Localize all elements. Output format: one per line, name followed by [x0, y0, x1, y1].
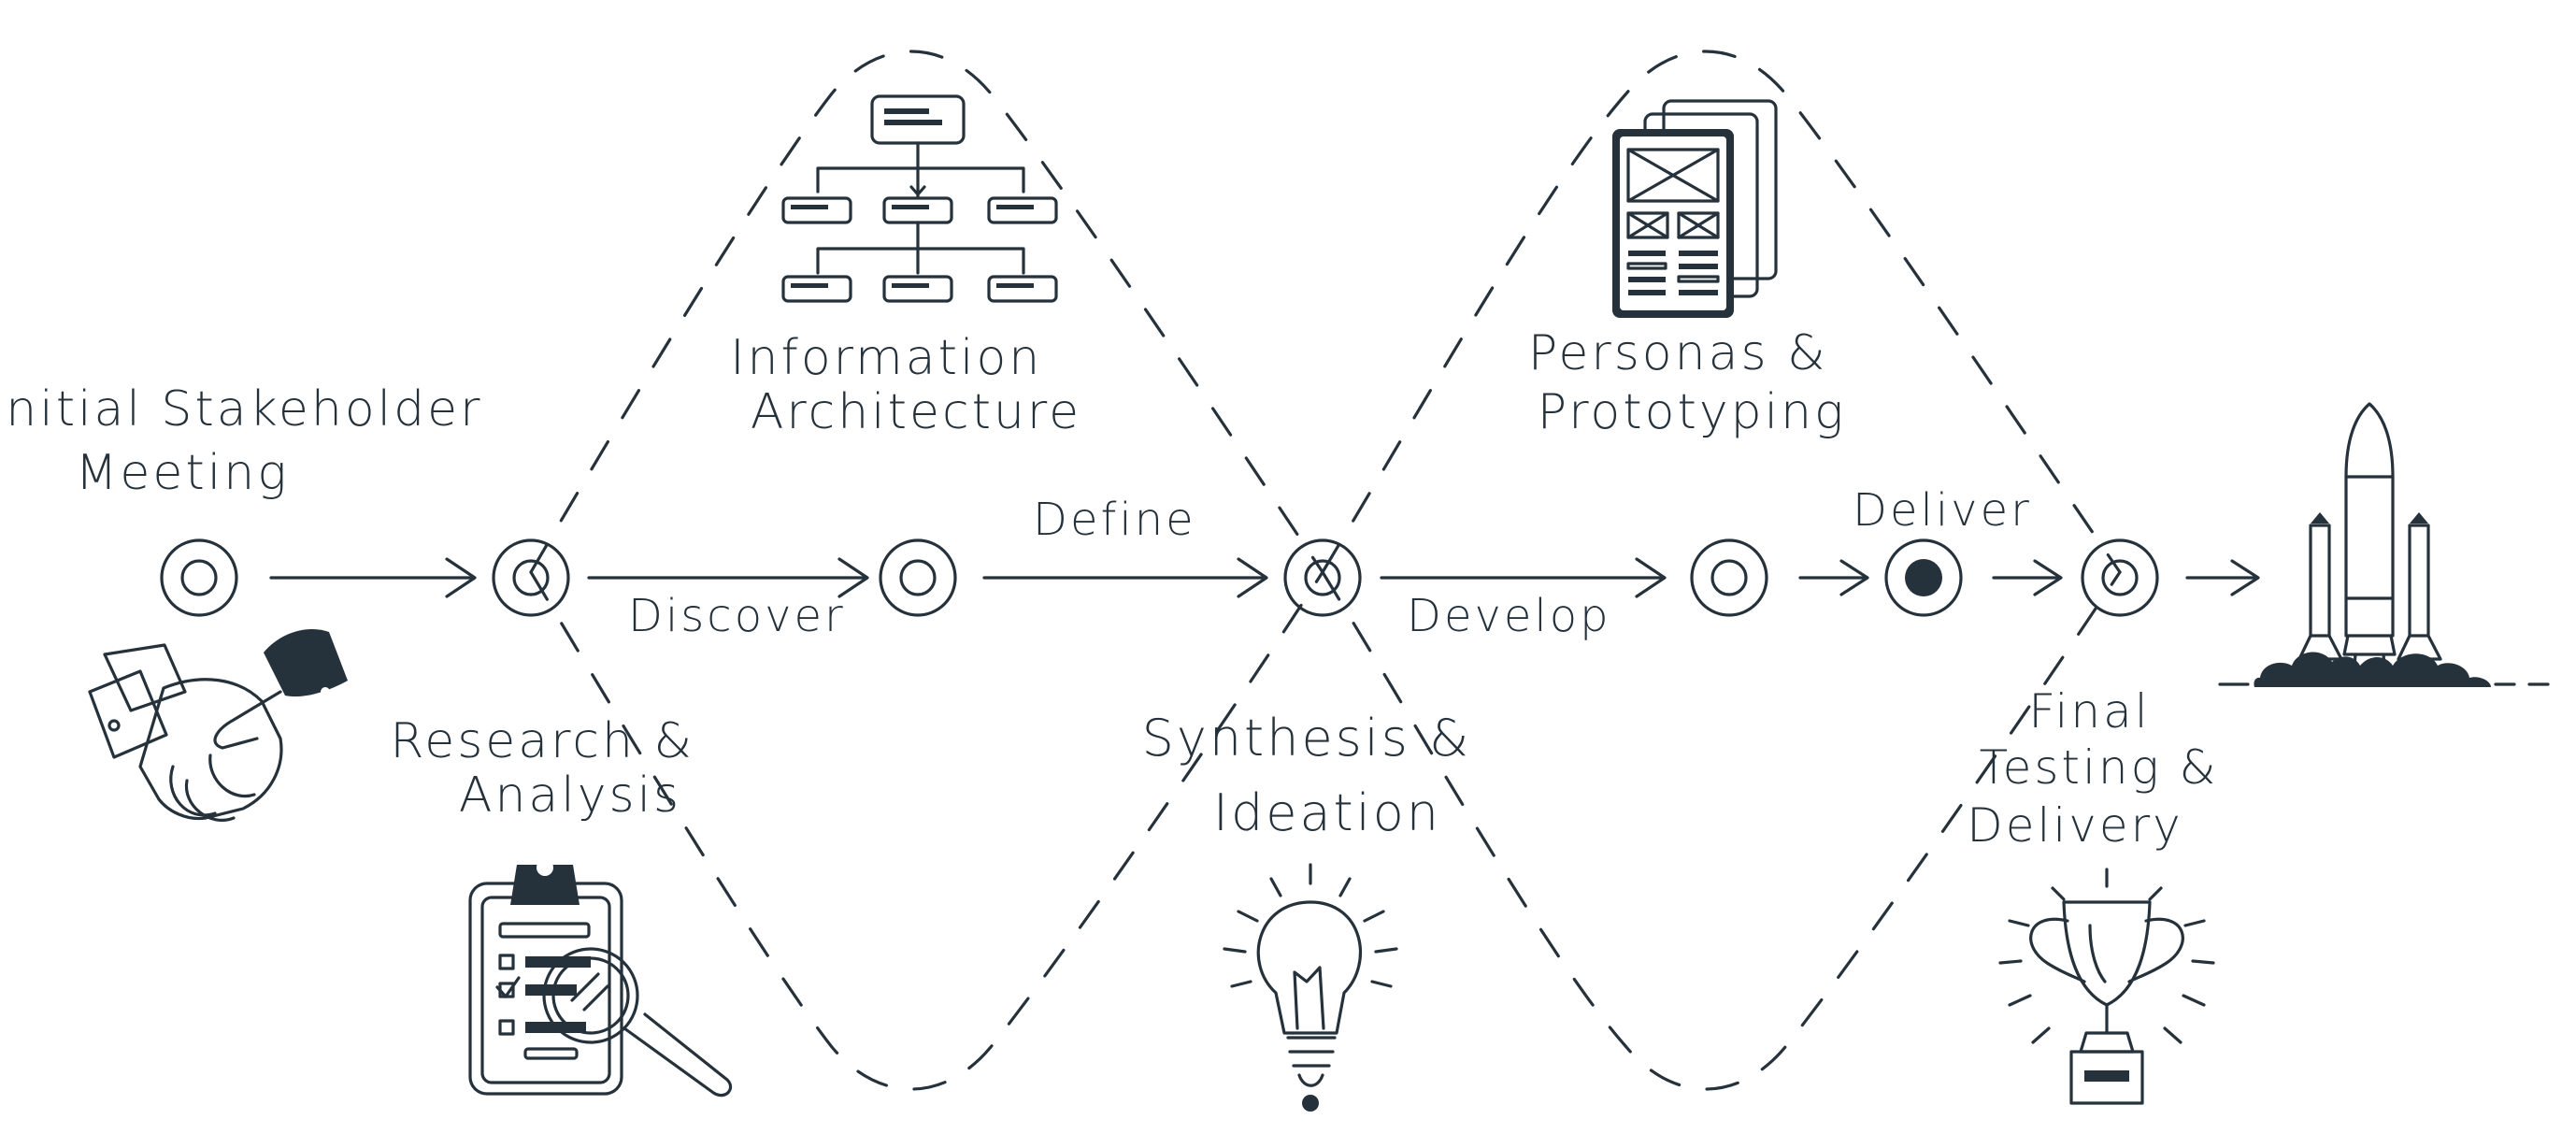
arrow-right-icon [271, 559, 475, 596]
label-line: Research & [390, 713, 694, 769]
label-research-analysis: Research & Analysis [390, 713, 712, 824]
label-line: Synthesis & [1142, 709, 1472, 768]
label-line: Ideation [1213, 783, 1441, 842]
label-final-testing-delivery: Final Testing & Delivery [1967, 684, 2236, 853]
arrow-right-icon [984, 559, 1267, 596]
label-line: Personas & [1528, 325, 1828, 381]
arrow-right-icon [2187, 561, 2258, 595]
arrow-right-icon [1800, 561, 1868, 595]
phase-label-deliver: Deliver [1853, 484, 2032, 537]
label-line: Information [730, 330, 1042, 386]
arrow-right-icon [1994, 561, 2061, 595]
lightbulb-icon [1224, 865, 1396, 1112]
rocket-icon [2220, 404, 2561, 687]
label-line: Architecture [751, 384, 1081, 440]
label-line: Delivery [1967, 798, 2183, 853]
label-personas-prototyping: Personas & Prototyping [1528, 325, 1846, 440]
milestone-node[interactable] [1285, 540, 1360, 615]
clipboard-magnifier-icon [470, 859, 731, 1096]
label-line: Final [2028, 684, 2150, 739]
diamond-outlines [531, 51, 2120, 1089]
label-synthesis-ideation: Synthesis & Ideation [1142, 709, 1491, 842]
milestone-node[interactable] [494, 540, 568, 615]
milestone-node[interactable] [880, 540, 955, 615]
wireframe-pages-icon [1612, 101, 1776, 318]
label-line: Initial Stakeholder [0, 381, 483, 438]
milestone-node-active[interactable] [1886, 540, 1961, 615]
phase-label-discover: Discover [628, 590, 846, 642]
handshake-icon [90, 629, 348, 820]
milestone-node[interactable] [1692, 540, 1767, 615]
label-line: Testing & [1980, 740, 2219, 795]
milestone-node[interactable] [2082, 540, 2157, 615]
milestone-node[interactable] [162, 540, 236, 615]
label-line: Meeting [76, 445, 290, 501]
label-information-architecture: Information Architecture [730, 330, 1081, 440]
label-initial-stakeholder-meeting: Initial Stakeholder Meeting [0, 381, 501, 501]
phase-label-develop: Develop [1407, 590, 1611, 642]
trophy-icon [2000, 869, 2213, 1103]
label-line: Prototyping [1538, 384, 1846, 440]
phase-label-define: Define [1033, 494, 1196, 546]
label-line: Analysis [459, 768, 681, 824]
